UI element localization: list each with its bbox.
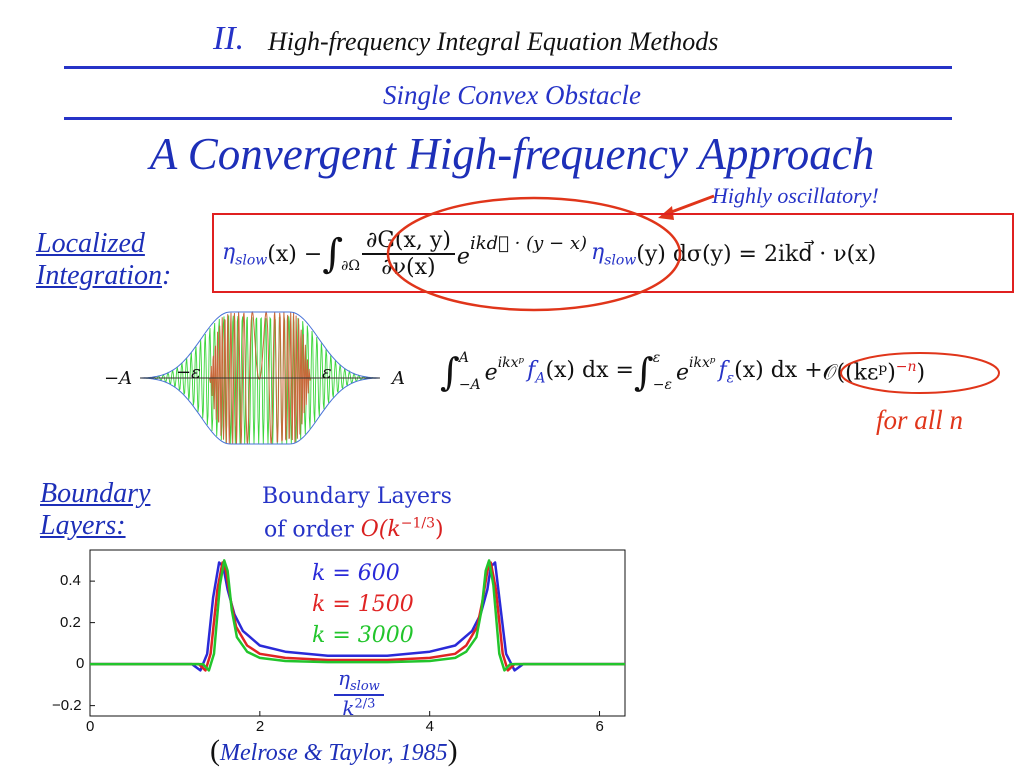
integral-domain: ∂Ω: [341, 258, 360, 274]
localized-label-colon: :: [162, 260, 172, 292]
x-tick-label: 0: [86, 718, 95, 735]
series-line-1: [90, 561, 625, 672]
identity-lower-1: −A: [458, 377, 481, 393]
citation: (Melrose & Taylor, 1985): [210, 734, 458, 768]
order-ellipse: [840, 352, 1000, 394]
f-A: f: [527, 357, 536, 383]
chart-ylabel: ηslow k2/3: [334, 666, 384, 720]
ylabel-k-power: 2/3: [354, 696, 376, 712]
series-line-2: [90, 559, 625, 672]
localized-label-line2: Integration: [36, 260, 162, 292]
boundary-label-line1: Boundary: [40, 478, 151, 509]
ylabel-eta: η: [338, 666, 350, 690]
eq-part-y: (y) dσ(y) = 2ikd⃗ · ν(x): [636, 241, 877, 267]
identity-upper-1: A: [458, 350, 469, 367]
cutoff-envelope-edge: [139, 311, 381, 445]
series-line-0: [90, 561, 625, 672]
label-minus-eps: −ε: [176, 362, 201, 383]
y-tick-label: 0.2: [60, 613, 81, 631]
exp-power: ikd⃗ · (y − x): [469, 232, 587, 254]
identity-exp-1: e: [484, 360, 498, 386]
order-power: −n: [895, 358, 917, 375]
legend-entry-2: k = 3000: [312, 623, 414, 648]
oscillatory-ellipse: [386, 196, 682, 312]
identity-lower-2: −ε: [652, 377, 672, 393]
ylabel-slow: slow: [349, 679, 380, 694]
label-eps: ε: [322, 362, 332, 383]
integral-equation: ηslow (x) − ∫ ∂Ω ∂G(x, y) ∂ν(x) eikd⃗ · …: [222, 222, 876, 286]
caption-order-prefix: of order: [264, 517, 361, 543]
f-eps-arg: (x) dx +: [734, 357, 823, 383]
citation-text: Melrose & Taylor, 1985: [220, 740, 448, 766]
identity-integral-2: ∫: [633, 350, 654, 394]
f-eps-sub: ε: [726, 370, 735, 387]
caption-order: O(k: [360, 517, 401, 543]
section-title: High-frequency Integral Equation Methods: [268, 27, 719, 56]
caption-order-power: −1/3: [400, 516, 435, 532]
fraction-numerator: ∂G(x, y): [361, 228, 455, 255]
callout-text: Highly oscillatory!: [712, 183, 879, 208]
fraction-denominator: ∂ν(x): [381, 255, 436, 280]
identity-pow-2: ikxᵖ: [689, 354, 716, 371]
boundary-label-line2: Layers:: [40, 510, 126, 542]
y-tick-label: −0.2: [52, 696, 82, 714]
slide-title: A Convergent High-frequency Approach: [149, 129, 875, 179]
eq-part-x: (x) −: [267, 241, 323, 267]
localized-label-line1: Localized: [36, 228, 145, 259]
localized-integration-label: Localized Integration:: [36, 228, 171, 292]
header-divider-top: [64, 66, 952, 69]
identity-upper-2: ε: [652, 350, 661, 367]
chart-series: [90, 559, 625, 672]
localization-identity: ∫ A −A eikxᵖ fA(x) dx = ∫ ε −ε eikxᵖ fε(…: [440, 340, 925, 404]
boundary-layer-chart: [89, 549, 626, 717]
legend-entry-0: k = 600: [312, 561, 400, 586]
y-tick-label: 0: [76, 655, 85, 673]
integral-sign: ∫: [322, 231, 344, 277]
x-tick-label: 2: [255, 718, 265, 735]
label-A: A: [392, 368, 405, 389]
eta-symbol: η: [222, 239, 236, 265]
f-A-sub: A: [535, 370, 546, 387]
identity-pow-1: ikxᵖ: [497, 354, 525, 371]
chart-frame: [89, 549, 626, 717]
for-all-n-note: for all n: [876, 405, 964, 435]
y-tick-label: 0.4: [60, 572, 81, 590]
integral-equation-box: [212, 213, 1014, 293]
f-eps: f: [718, 357, 727, 383]
citation-open-paren: (: [210, 734, 220, 767]
order-close: ): [916, 360, 926, 386]
chart-legend: k = 600 k = 1500 k = 3000: [312, 558, 414, 651]
exp-base: e: [456, 244, 470, 270]
subsection-title: Single Convex Obstacle: [383, 80, 641, 110]
boundary-caption-line2: of order O(k−1/3): [264, 516, 444, 542]
boundary-caption-line1: Boundary Layers: [262, 484, 452, 509]
cutoff-illustration: [139, 310, 381, 445]
x-tick-label: 4: [425, 718, 435, 735]
ylabel-k: k: [342, 696, 355, 720]
f-A-arg: (x) dx =: [545, 357, 634, 383]
caption-order-close: ): [434, 517, 444, 543]
citation-close-paren: ): [447, 734, 458, 767]
section-number: II.: [213, 20, 245, 57]
header-divider-bottom: [64, 117, 952, 120]
slow-subscript: slow: [235, 252, 268, 269]
slow-subscript-2: slow: [604, 252, 637, 269]
identity-exp-2: e: [675, 360, 690, 386]
order-open: 𝒪((kεᵖ): [822, 360, 896, 386]
x-tick-label: 6: [595, 718, 604, 735]
label-minus-A: −A: [104, 368, 133, 389]
identity-integral-1: ∫: [440, 350, 460, 394]
boundary-layers-label: Boundary Layers:: [40, 478, 150, 542]
legend-entry-1: k = 1500: [312, 592, 414, 617]
eta-symbol-2: η: [591, 239, 605, 265]
